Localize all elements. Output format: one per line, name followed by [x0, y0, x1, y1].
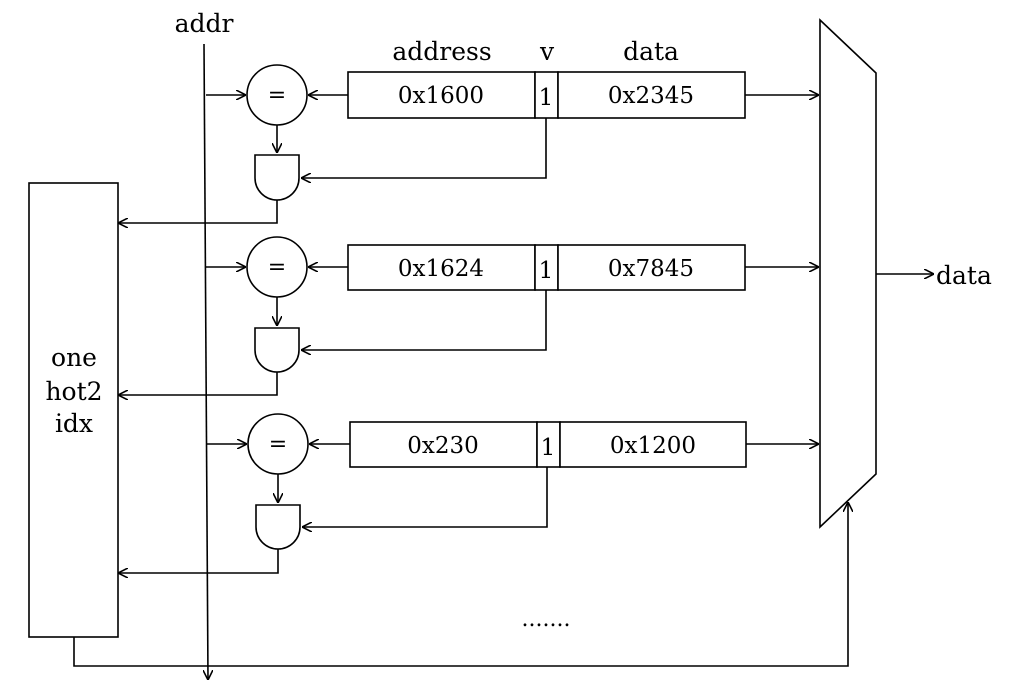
- onehot-label-line1: one: [51, 343, 97, 372]
- valid-value: 1: [539, 258, 554, 284]
- index-to-mux-select-arrow: [73, 502, 848, 667]
- column-header-address: address: [392, 37, 491, 66]
- output-data-label: data: [936, 261, 992, 290]
- data-value: 0x2345: [608, 83, 694, 109]
- and-to-onehot-arrow: [118, 549, 279, 573]
- cache-entry-row: 0x230 1 0x1200 =: [118, 413, 819, 573]
- onehot-label-line3: idx: [55, 409, 93, 438]
- comparator-symbol: =: [268, 255, 286, 280]
- valid-to-and-arrow: [302, 467, 548, 527]
- valid-to-and-arrow: [301, 118, 547, 178]
- valid-value: 1: [541, 435, 556, 461]
- data-cell: [557, 244, 746, 291]
- data-cell: [557, 71, 746, 119]
- comparator-symbol: =: [268, 83, 286, 108]
- address-value: 0x1600: [398, 83, 484, 109]
- data-cell: [559, 421, 747, 468]
- address-value: 0x1624: [398, 256, 484, 282]
- addr-label: addr: [175, 9, 234, 38]
- valid-to-and-arrow: [301, 290, 547, 350]
- multiplexer: [819, 18, 877, 529]
- and-to-onehot-arrow: [118, 372, 278, 395]
- cache-entry-row: 0x1624 1 0x7845 =: [118, 236, 819, 395]
- valid-value: 1: [539, 85, 554, 111]
- and-to-onehot-arrow: [118, 200, 278, 223]
- column-header-valid: v: [539, 37, 555, 66]
- column-header-data: data: [623, 37, 679, 66]
- addr-bus-line: [204, 43, 208, 680]
- onehot-label-line2: hot2: [45, 377, 102, 406]
- and-gate: [254, 154, 300, 201]
- address-cell: [347, 71, 536, 119]
- and-gate: [255, 504, 301, 550]
- address-value: 0x230: [407, 433, 479, 459]
- more-entries-ellipsis: .......: [522, 607, 571, 632]
- data-value: 0x7845: [608, 256, 694, 282]
- cache-entry-row: 0x1600 1 0x2345 =: [118, 64, 819, 223]
- comparator-symbol: =: [269, 432, 287, 457]
- and-gate: [254, 327, 300, 373]
- data-value: 0x1200: [610, 433, 696, 459]
